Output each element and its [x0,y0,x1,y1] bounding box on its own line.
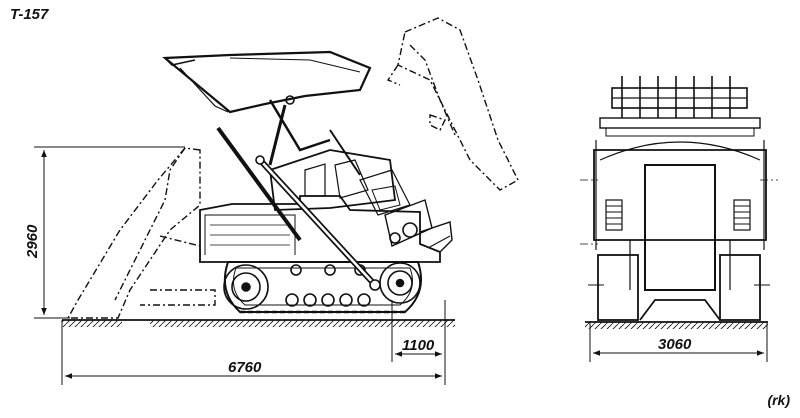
width-dimension-label: 3060 [658,336,692,353]
author-credit: (rk) [767,392,790,408]
drive-sprocket [223,264,269,310]
lift-arms [216,95,381,291]
model-title: T-157 [10,6,49,23]
suspension-springs [605,199,751,231]
loader-body [199,195,453,263]
overhang-dimension-label: 1100 [402,337,435,354]
length-dimension-label: 6760 [228,359,262,376]
overhang-dimension [391,300,442,362]
side-view [34,17,519,385]
bucket-lowered-outline [66,147,216,319]
front-view [580,76,778,362]
bucket-raised [162,50,372,114]
ground-line [62,319,455,327]
overhead-guard [599,76,761,137]
crawler-track [223,261,422,314]
front-body [593,140,767,291]
height-dimension-label: 2960 [24,224,41,259]
front-tracks [588,254,770,321]
length-dimension [61,300,446,385]
height-dimension [34,146,185,319]
cab [269,149,433,247]
width-dimension [589,322,768,362]
road-wheels [285,264,371,307]
ground-line-front [585,321,768,329]
bucket-dump-outline [386,17,519,191]
front-centerlines [580,179,778,245]
